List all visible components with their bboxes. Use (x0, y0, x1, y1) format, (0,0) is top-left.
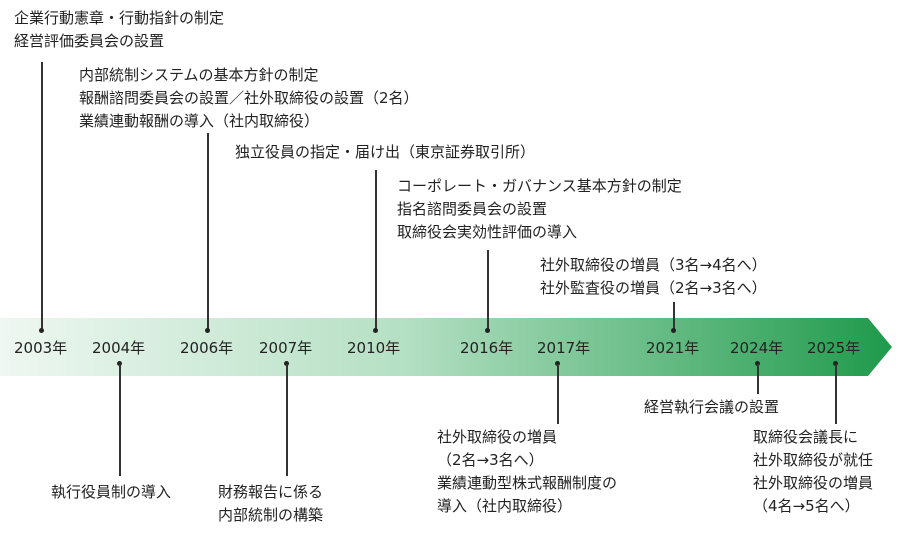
connector-dot-2021 (671, 328, 676, 333)
year-label-2016: 2016年 (460, 339, 514, 357)
connector-2004 (119, 364, 121, 476)
event-2004-line-1: 執行役員制の導入 (51, 483, 172, 501)
connector-2021 (673, 302, 675, 330)
event-2025-line-3: 社外取締役の増員 (753, 474, 874, 492)
timeline-arrow (0, 318, 892, 376)
connector-dot-2016 (485, 328, 490, 333)
event-2025-line-4: （4名→5名へ） (753, 497, 860, 515)
connector-dot-2010 (373, 328, 378, 333)
event-2007: 財務報告に係る 内部統制の構築 (218, 481, 323, 527)
event-2006-line-2: 報酬諮問委員会の設置／社外取締役の設置（2名） (79, 89, 419, 107)
year-label-2004: 2004年 (92, 339, 146, 357)
event-2017: 社外取締役の増員 （2名→3名へ） 業績連動型株式報酬制度の 導入（社内取締役） (437, 426, 617, 518)
event-2006-line-3: 業績連動報酬の導入（社内取締役） (79, 112, 320, 130)
event-2021-line-1: 社外取締役の増員（3名→4名へ） (540, 256, 767, 274)
connector-2024 (757, 364, 759, 394)
event-2017-line-1: 社外取締役の増員 (437, 428, 558, 446)
connector-2006 (207, 133, 209, 330)
connector-2017 (557, 364, 559, 424)
year-label-2006: 2006年 (180, 339, 234, 357)
connector-dot-2007 (284, 361, 289, 366)
event-2024: 経営執行会議の設置 (644, 396, 779, 419)
event-2025-line-1: 取締役会議長に (753, 428, 859, 446)
event-2003-line-1: 企業行動憲章・行動指針の制定 (14, 9, 225, 27)
connector-2025 (835, 364, 837, 424)
event-2017-line-2: （2名→3名へ） (437, 451, 544, 469)
event-2016: コーポレート・ガバナンス基本方針の制定 指名諮問委員会の設置 取締役会実効性評価… (397, 175, 682, 244)
event-2016-line-2: 指名諮問委員会の設置 (397, 200, 548, 218)
event-2024-line-1: 経営執行会議の設置 (644, 398, 780, 416)
event-2016-line-3: 取締役会実効性評価の導入 (397, 223, 578, 241)
connector-2010 (375, 170, 377, 330)
connector-dot-2006 (205, 328, 210, 333)
event-2006-line-1: 内部統制システムの基本方針の制定 (79, 66, 319, 84)
event-2006: 内部統制システムの基本方針の制定 報酬諮問委員会の設置／社外取締役の設置（2名）… (79, 64, 419, 133)
year-label-2010: 2010年 (347, 339, 401, 357)
event-2003: 企業行動憲章・行動指針の制定 経営評価委員会の設置 (14, 7, 224, 53)
event-2025-line-2: 社外取締役が就任 (753, 451, 874, 469)
connector-dot-2025 (833, 361, 838, 366)
connector-2003 (41, 62, 43, 330)
year-label-2025: 2025年 (807, 339, 861, 357)
event-2004: 執行役員制の導入 (51, 481, 171, 504)
event-2007-line-2: 内部統制の構築 (218, 506, 324, 524)
connector-2016 (487, 250, 489, 330)
connector-dot-2003 (39, 328, 44, 333)
event-2007-line-1: 財務報告に係る (218, 483, 324, 501)
year-label-2007: 2007年 (259, 339, 313, 357)
year-label-2017: 2017年 (537, 339, 591, 357)
event-2021: 社外取締役の増員（3名→4名へ） 社外監査役の増員（2名→3名へ） (540, 254, 767, 300)
event-2010-line-1: 独立役員の指定・届け出（東京証券取引所） (235, 143, 536, 161)
event-2017-line-4: 導入（社内取締役） (437, 497, 573, 515)
event-2017-line-3: 業績連動型株式報酬制度の (437, 474, 618, 492)
event-2010: 独立役員の指定・届け出（東京証券取引所） (235, 141, 535, 164)
connector-2007 (286, 364, 288, 476)
event-2021-line-2: 社外監査役の増員（2名→3名へ） (540, 279, 767, 297)
year-label-2021: 2021年 (646, 339, 700, 357)
event-2003-line-2: 経営評価委員会の設置 (14, 32, 165, 50)
connector-dot-2017 (555, 361, 560, 366)
connector-dot-2004 (117, 361, 122, 366)
year-label-2003: 2003年 (14, 339, 68, 357)
connector-dot-2024 (755, 361, 760, 366)
event-2016-line-1: コーポレート・ガバナンス基本方針の制定 (397, 177, 682, 195)
event-2025: 取締役会議長に 社外取締役が就任 社外取締役の増員 （4名→5名へ） (753, 426, 873, 518)
year-label-2024: 2024年 (730, 339, 784, 357)
